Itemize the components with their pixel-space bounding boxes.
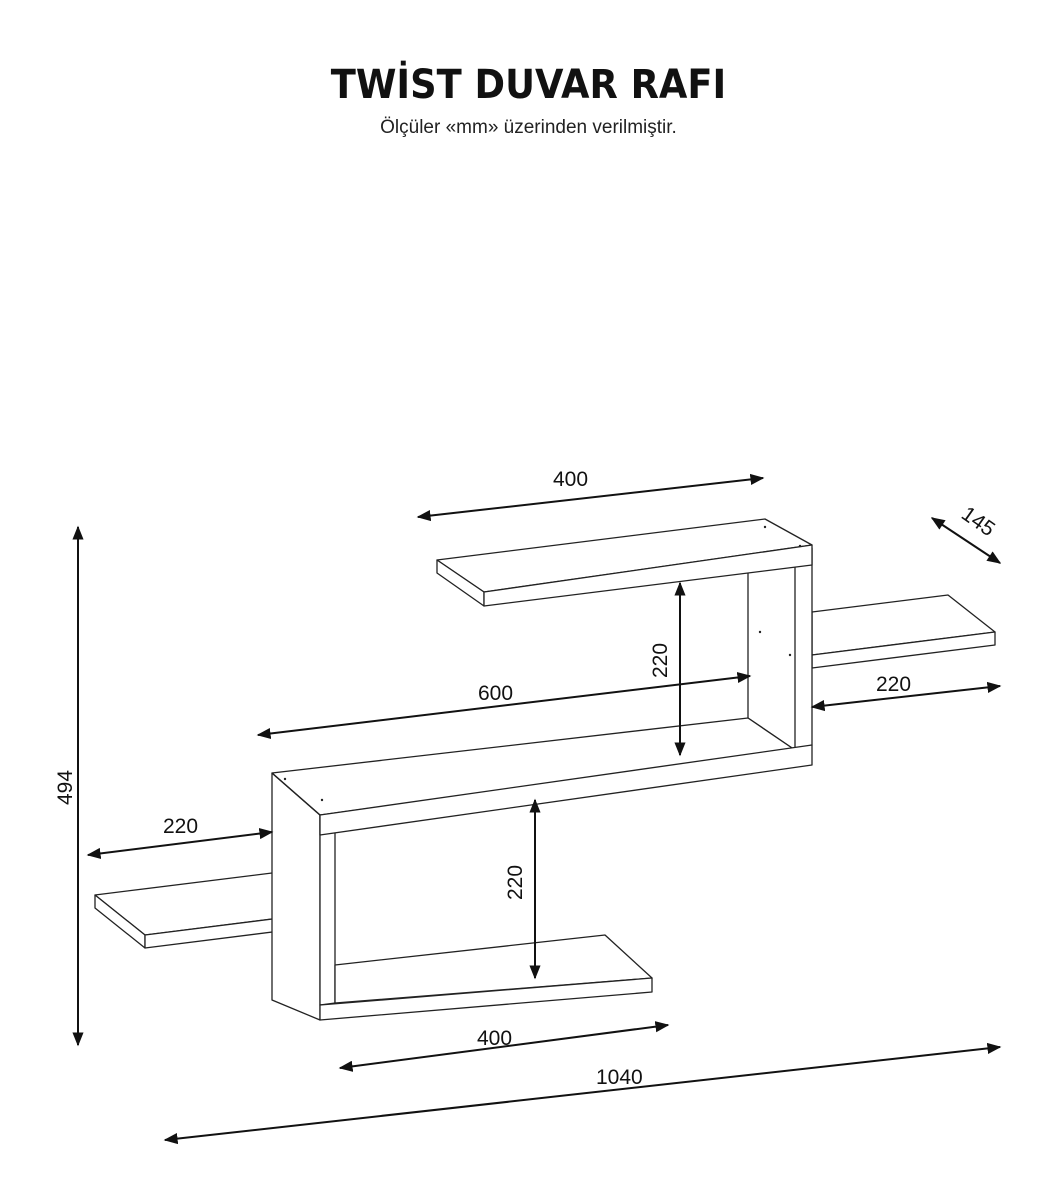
bottom-shelf [319,934,653,1021]
dim-label-upper-gap: 220 [649,643,672,678]
dim-label-left-shelf: 220 [163,815,198,838]
dim-arrow-total-width [163,1042,1002,1145]
dim-arrow-middle-shelf [256,671,752,740]
middle-shelf [271,717,813,836]
dim-label-bottom-shelf: 400 [477,1027,512,1050]
right-side-shelf [811,594,996,669]
dim-label-total-height: 494 [54,770,77,805]
dim-arrow-right-shelf [810,681,1002,712]
dim-label-total-width: 1040 [596,1066,643,1089]
dim-label-lower-gap: 220 [504,865,527,900]
drawing-subtitle: Ölçüler «mm» üzerinden verilmiştir. [380,117,677,138]
dim-label-right-shelf: 220 [876,673,911,696]
dim-arrow-left-shelf [86,828,274,859]
dim-label-depth: 145 [957,502,999,541]
top-shelf [436,518,813,607]
dim-label-top-shelf: 400 [553,468,588,491]
drawing-title: TWİST DUVAR RAFI [330,62,727,108]
dim-arrow-top-shelf [416,473,765,522]
right-vertical-panel [747,547,813,751]
dim-arrow-depth [930,517,1002,564]
dim-label-middle-shelf: 600 [478,682,513,705]
